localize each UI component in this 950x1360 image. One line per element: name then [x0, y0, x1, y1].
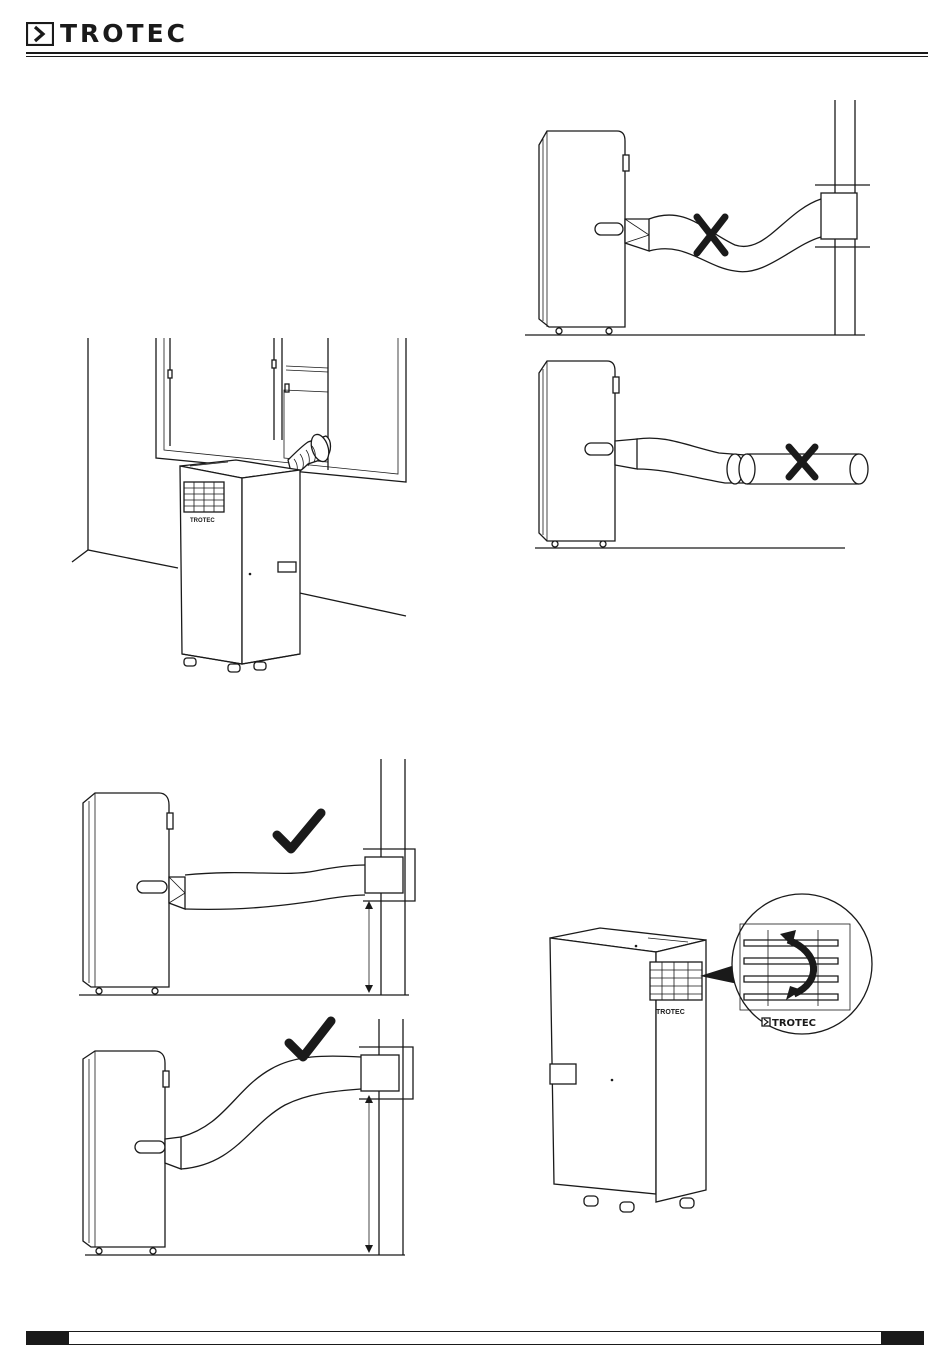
wrong-x-icon	[697, 217, 725, 253]
correct-check-icon-2	[289, 1021, 331, 1057]
figure-hose-correct-raised	[75, 1015, 420, 1260]
footer-left-block	[27, 1332, 69, 1344]
figure-hose-correct-straight	[75, 755, 420, 1000]
figure-louver-adjustment: TROTEC TROTEC	[540, 890, 880, 1220]
figure-hose-extension-wrong	[525, 355, 870, 555]
brand-logo: TROTEC	[26, 22, 188, 46]
unit-logo-text: TROTEC	[190, 518, 215, 524]
header-rule	[26, 52, 928, 54]
brand-name: TROTEC	[60, 22, 188, 46]
unit-logo-text-2: TROTEC	[656, 1009, 685, 1016]
wrong-x-icon-2	[789, 447, 815, 477]
header-rule-thin	[26, 56, 928, 57]
footer-right-block	[881, 1332, 923, 1344]
page-header: TROTEC	[0, 0, 950, 60]
figure-window-installation: TROTEC	[70, 170, 420, 680]
detail-logo-text: TROTEC	[772, 1018, 816, 1029]
figure-hose-sagging-wrong	[525, 95, 870, 340]
brand-chevron-icon	[26, 22, 54, 46]
page-footer	[26, 1331, 924, 1345]
correct-check-icon	[277, 813, 321, 849]
